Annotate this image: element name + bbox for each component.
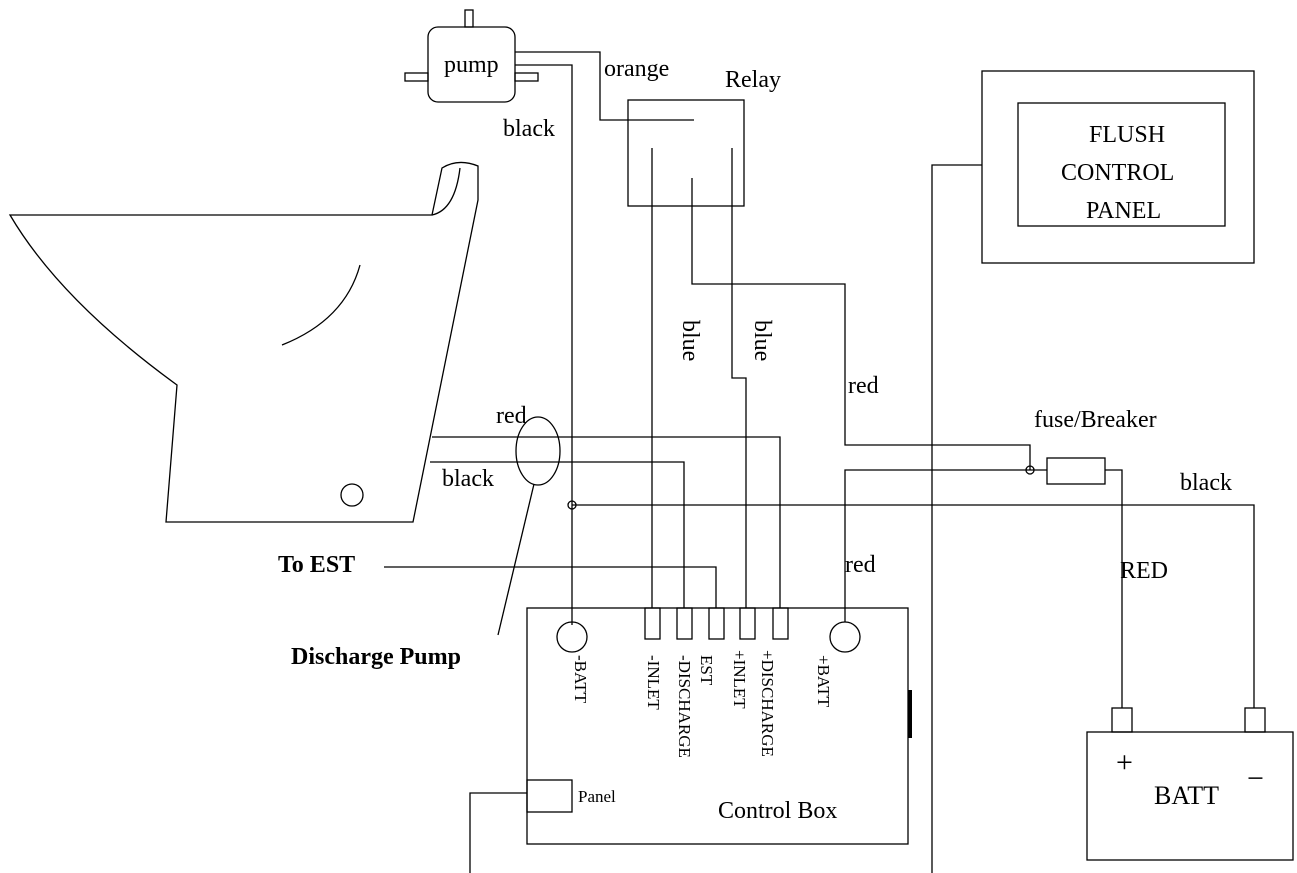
terminal-label-est: EST <box>697 655 716 686</box>
battery <box>1086 707 1294 861</box>
relay <box>627 99 745 207</box>
terminal-label-neg-discharge: -DISCHARGE <box>675 655 694 758</box>
red-batt-wire-label: red <box>845 552 876 578</box>
terminal-label-pos-inlet: +INLET <box>730 650 749 709</box>
neg-batt-terminal-icon <box>556 621 588 653</box>
flush-control-panel <box>981 70 1255 264</box>
red-toilet-wire-label: red <box>496 403 527 429</box>
est-terminal <box>708 607 725 640</box>
pos-inlet-terminal <box>739 607 756 640</box>
blue-wire-label-left: blue <box>677 320 703 361</box>
pump: pump <box>404 9 539 103</box>
relay-label: Relay <box>725 67 781 93</box>
red-caps-wire-label: RED <box>1120 558 1168 584</box>
control-box-label: Control Box <box>718 798 837 824</box>
terminal-label-pos-batt: +BATT <box>814 655 833 708</box>
wire-bundle-ellipse <box>515 416 561 486</box>
junction-dot <box>567 500 577 510</box>
blue-wire-label-right: blue <box>749 320 775 361</box>
flush-panel-label-3: PANEL <box>1086 198 1161 224</box>
toilet <box>8 161 479 523</box>
battery-label: BATT <box>1154 781 1219 810</box>
flush-panel-label-1: FLUSH <box>1089 122 1165 148</box>
red-relay-wire-label: red <box>848 373 879 399</box>
terminal-label-pos-discharge: +DISCHARGE <box>758 650 777 757</box>
panel-label: Panel <box>578 787 616 806</box>
control-box <box>526 607 912 845</box>
to-est-label: To EST <box>278 552 355 578</box>
wires <box>384 51 1255 873</box>
panel-connector <box>526 779 573 813</box>
discharge-pump-label: Discharge Pump <box>291 644 461 670</box>
battery-plus-label: + <box>1116 746 1133 779</box>
black-ground-wire-label: black <box>1180 470 1232 496</box>
neg-discharge-terminal <box>676 607 693 640</box>
fuse-breaker-icon <box>1046 457 1106 485</box>
terminal-label-neg-inlet: -INLET <box>644 655 663 710</box>
pump-label: pump <box>444 52 499 78</box>
neg-inlet-terminal <box>644 607 661 640</box>
black-wire-label: black <box>503 116 555 142</box>
junction-dot <box>1025 465 1035 475</box>
pos-batt-terminal-icon <box>829 621 861 653</box>
flush-panel-label-2: CONTROL <box>1061 160 1174 186</box>
black-toilet-wire-label: black <box>442 466 494 492</box>
fuse-breaker-label: fuse/Breaker <box>1034 407 1157 433</box>
toilet-drain-icon <box>340 483 364 507</box>
orange-wire-label: orange <box>604 56 669 82</box>
terminal-label-neg-batt: -BATT <box>571 655 590 704</box>
pos-discharge-terminal <box>772 607 789 640</box>
battery-minus-label: − <box>1247 762 1264 795</box>
